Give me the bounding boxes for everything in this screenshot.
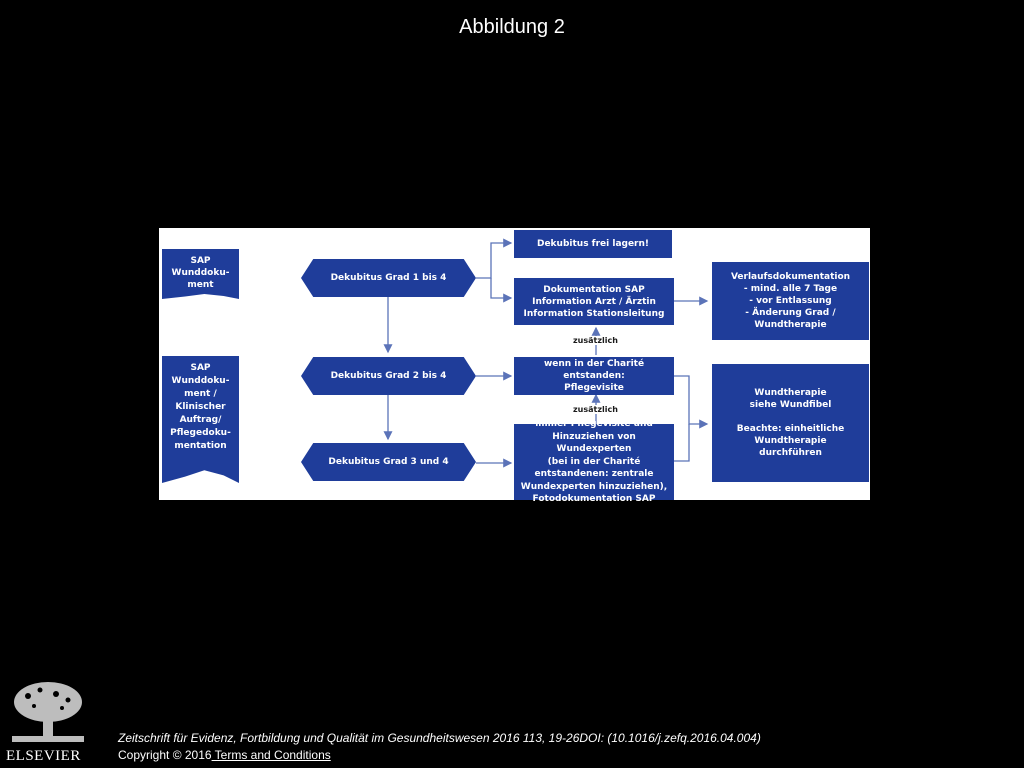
grade-3-and-4-node: Dekubitus Grad 3 und 4 bbox=[301, 443, 476, 481]
arrow-grade1-to-lagern bbox=[476, 238, 513, 279]
arrow-pflegevisite-to-wundtherapie bbox=[674, 375, 709, 429]
action-pflegevisite: wenn in der Charité entstanden: Pflegevi… bbox=[514, 357, 674, 395]
grade-1-to-4-node: Dekubitus Grad 1 bis 4 bbox=[301, 259, 476, 297]
grade-2-to-4-node: Dekubitus Grad 2 bis 4 bbox=[301, 357, 476, 395]
document-sap-wunddokument: SAP Wunddoku- ment bbox=[162, 249, 239, 299]
copyright-text: Copyright © 2016 bbox=[118, 748, 212, 762]
line-wundexperten-to-wundtherapie bbox=[674, 424, 690, 462]
connector-lines bbox=[383, 238, 709, 468]
action-frei-lagern: Dekubitus frei lagern! bbox=[514, 230, 672, 258]
action-wundexperten: immer Pflegevisite und Hinzuziehen von W… bbox=[514, 419, 674, 504]
action-dokumentation-sap: Dokumentation SAP Information Arzt / Ärz… bbox=[514, 278, 674, 325]
connector-label-zusaetzlich-2: zusätzlich bbox=[571, 405, 620, 414]
result-verlaufsdokumentation: Verlaufsdokumentation - mind. alle 7 Tag… bbox=[712, 262, 869, 340]
copyright-line: Copyright © 2016 Terms and Conditions bbox=[118, 748, 331, 762]
terms-and-conditions-link[interactable]: Terms and Conditions bbox=[211, 748, 331, 762]
elsevier-tree-logo bbox=[8, 680, 88, 746]
slide-title: Abbildung 2 bbox=[459, 16, 565, 38]
connector-label-zusaetzlich-1: zusätzlich bbox=[571, 336, 620, 345]
flowchart-figure: SAP Wunddoku- ment SAP Wunddoku- ment / … bbox=[159, 228, 870, 504]
elsevier-logo-text: ELSEVIER bbox=[6, 748, 81, 764]
document-sap-klinischer-auftrag: SAP Wunddoku- ment / Klinischer Auftrag/… bbox=[162, 356, 239, 483]
result-wundtherapie: Wundtherapie siehe Wundfibel Beachte: ei… bbox=[712, 364, 869, 482]
citation-text: Zeitschrift für Evidenz, Fortbildung und… bbox=[118, 731, 761, 745]
arrow-grade1-to-doku bbox=[490, 278, 513, 303]
